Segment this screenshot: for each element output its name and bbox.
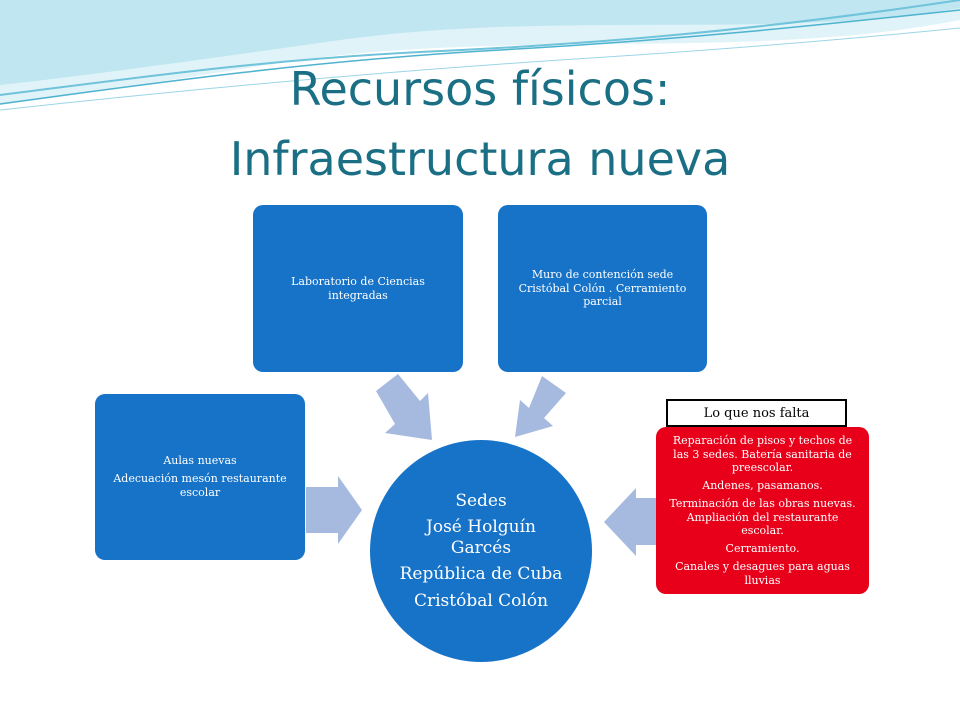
left-box-line-1: Aulas nuevas <box>163 454 237 468</box>
right-box-line-3: Terminación de las obras nuevas. Ampliac… <box>669 496 856 538</box>
center-line-4: Cristóbal Colón <box>413 590 549 611</box>
header-wave-decoration <box>0 0 960 111</box>
left-box-line-2: Adecuación mesón restaurante escolar <box>113 472 287 499</box>
center-circle-sedes: Sedes José Holguín Garcés República de C… <box>370 440 592 662</box>
slide-title-line1: Recursos físicos: <box>289 62 671 116</box>
right-box-line-1: Reparación de pisos y techos de las 3 se… <box>672 433 853 475</box>
right-box-line-4: Cerramiento. <box>725 542 800 555</box>
arrow-right <box>604 488 656 556</box>
top-left-box-laboratorio: Laboratorio de Ciencias integradas <box>253 205 463 372</box>
arrow-top-right <box>515 376 566 437</box>
badge-lo-que-nos-falta: Lo que nos falta <box>666 399 847 427</box>
center-line-3: República de Cuba <box>399 564 563 585</box>
left-box-aulas: Aulas nuevas Adecuación mesón restaurant… <box>95 394 305 560</box>
center-line-1: Sedes <box>455 491 507 512</box>
right-box-pendientes: Reparación de pisos y techos de las 3 se… <box>656 427 869 594</box>
arrow-top-left <box>376 374 432 440</box>
top-right-box-line-1: Muro de contención sede Cristóbal Colón … <box>518 267 687 309</box>
center-line-2: José Holguín Garcés <box>426 517 536 558</box>
top-right-box-muro: Muro de contención sede Cristóbal Colón … <box>498 205 707 372</box>
slide-title-line2: Infraestructura nueva <box>229 132 731 186</box>
right-box-line-2: Andenes, pasamanos. <box>702 479 823 492</box>
arrow-left <box>306 476 362 544</box>
top-left-box-line-1: Laboratorio de Ciencias integradas <box>291 274 425 302</box>
right-box-line-5: Canales y desagues para aguas lluvias <box>675 559 850 587</box>
